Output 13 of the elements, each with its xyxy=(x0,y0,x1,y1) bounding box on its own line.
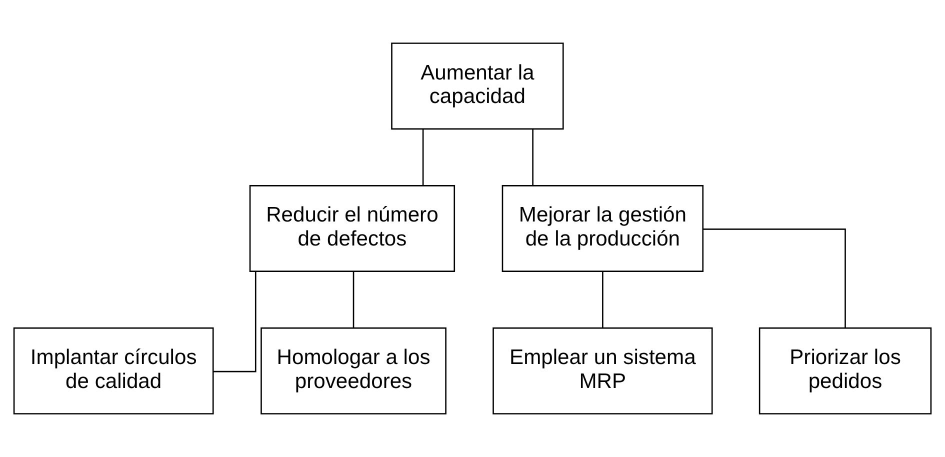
connector xyxy=(352,272,354,328)
node-box: Implantar círculos de calidad xyxy=(13,327,214,414)
node-box: Emplear un sistema MRP xyxy=(492,327,713,414)
node-box: Priorizar los pedidos xyxy=(758,327,932,414)
node-box: Homologar a los proveedores xyxy=(260,327,446,414)
node-box: Mejorar la gestión de la producción xyxy=(502,185,704,272)
connector xyxy=(602,272,604,328)
node-box: Aumentar la capacidad xyxy=(391,42,564,130)
connector xyxy=(703,228,846,328)
connector xyxy=(422,129,424,186)
connector xyxy=(532,129,534,186)
node-box: Reducir el número de defectos xyxy=(249,185,456,272)
connector xyxy=(213,271,256,372)
